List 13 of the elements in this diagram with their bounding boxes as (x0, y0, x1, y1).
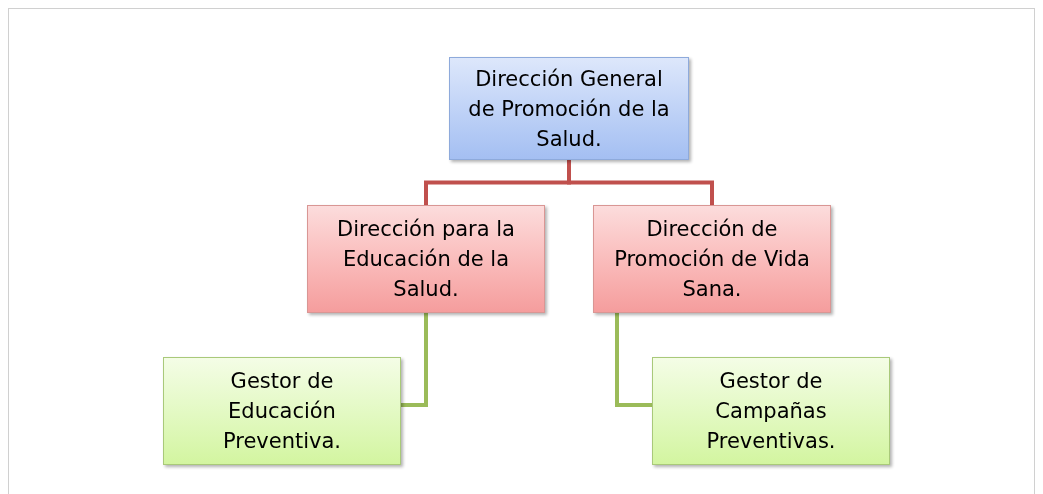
connector-line (567, 160, 714, 205)
role-box (652, 357, 890, 465)
box-text: Dirección para la Educación de la Salud. (336, 216, 516, 303)
box-text: Dirección General de Promoción de la Salud. (467, 65, 671, 153)
connector-line (401, 313, 428, 407)
department-box (307, 205, 545, 313)
role-box (163, 357, 401, 465)
box-text: Gestor de Campañas Preventivas. (705, 368, 837, 455)
connector-line (615, 313, 652, 407)
department-box (593, 205, 831, 313)
box-text: Gestor de Educación Preventiva. (221, 368, 343, 455)
box-text: Dirección de Promoción de Vida Sana. (613, 216, 811, 303)
top-box (449, 57, 689, 160)
